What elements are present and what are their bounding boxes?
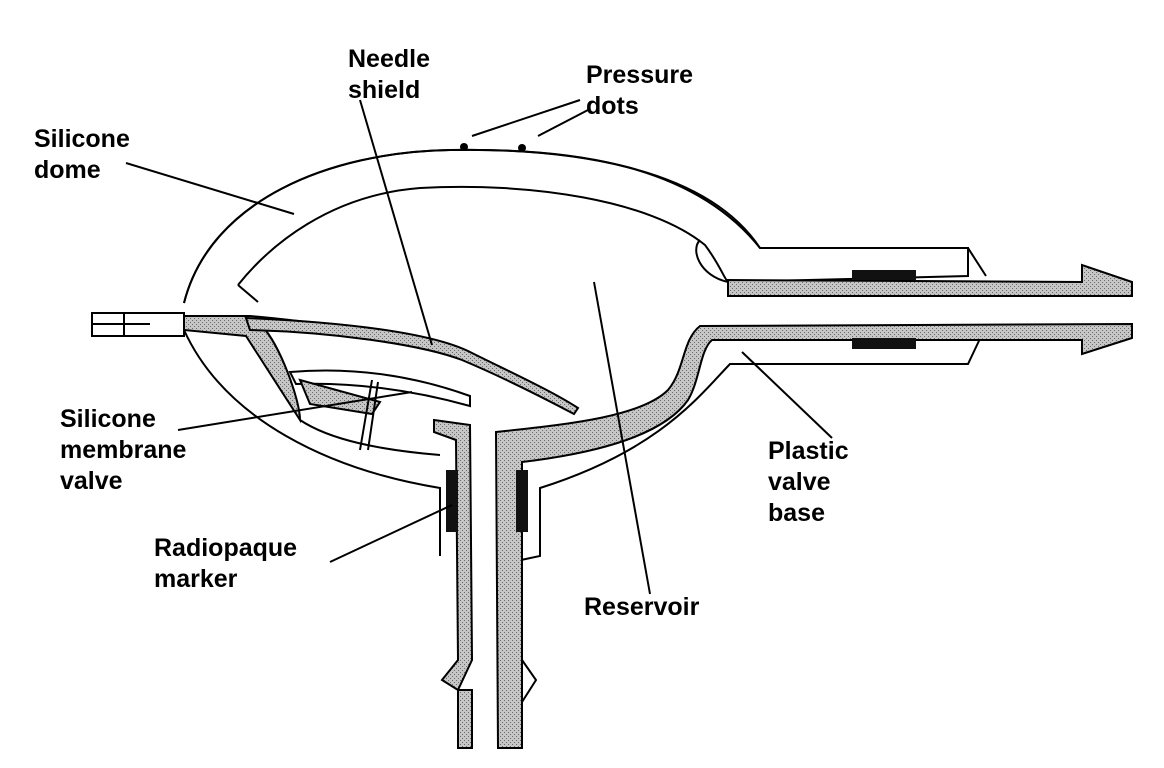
radiopaque-marker-right xyxy=(516,470,528,532)
label-plastic-valve-base: Plastic valve base xyxy=(768,437,849,527)
leader-silicone-dome xyxy=(125,162,295,215)
left-port-connector xyxy=(91,312,185,337)
inner-floor xyxy=(299,419,441,456)
label-needle-shield: Needle shield xyxy=(348,45,430,104)
leader-pressure-dots-2 xyxy=(537,109,589,137)
label-reservoir: Reservoir xyxy=(584,593,700,621)
lower-tube-marker xyxy=(852,338,916,349)
membrane-strut xyxy=(359,379,379,451)
leader-radiopaque-marker xyxy=(329,504,453,563)
membrane-wedge xyxy=(298,378,382,416)
needle-shield-blade xyxy=(244,316,580,416)
right-stem-barb xyxy=(521,659,538,703)
leader-plastic-valve-base xyxy=(741,351,833,439)
leader-reservoir xyxy=(593,281,651,595)
left-stem xyxy=(433,418,474,749)
label-radiopaque-marker: Radiopaque marker xyxy=(154,534,298,593)
radiopaque-marker-left xyxy=(446,470,458,532)
pressure-dot-right xyxy=(518,144,526,152)
label-silicone-dome: Silicone dome xyxy=(34,125,130,184)
plastic-valve-base xyxy=(494,322,1133,749)
pressure-dot-left xyxy=(460,143,468,151)
reservoir-inner-wall xyxy=(237,185,729,286)
leader-silicone-membrane xyxy=(177,391,413,431)
leader-needle-shield xyxy=(359,99,433,346)
label-pressure-dots: Pressure dots xyxy=(586,61,694,120)
membrane-sheet xyxy=(288,369,471,408)
reservoir-left-lip xyxy=(237,284,259,303)
upper-tube-marker xyxy=(852,270,916,280)
leader-pressure-dots-1 xyxy=(471,99,581,137)
dome-outline xyxy=(183,148,987,561)
upper-outlet-tube xyxy=(727,263,1133,297)
label-silicone-membrane-valve: Silicone membrane valve xyxy=(60,405,187,495)
